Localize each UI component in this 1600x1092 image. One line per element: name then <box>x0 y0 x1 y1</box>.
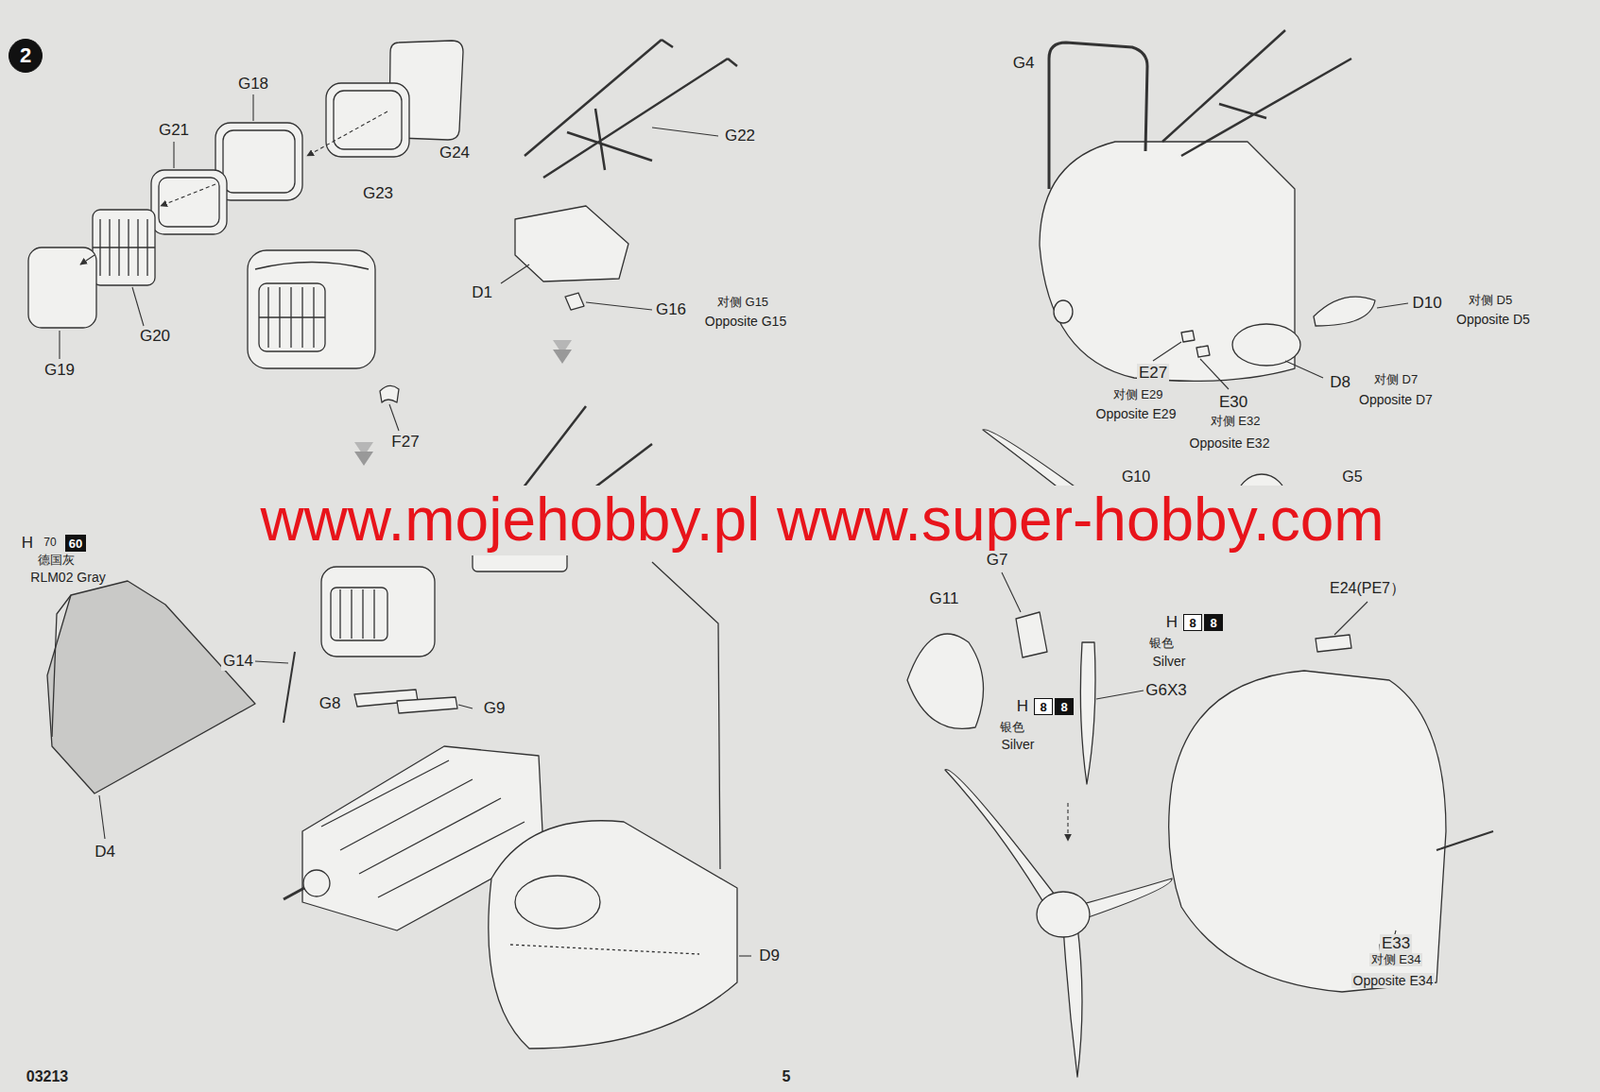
part-label: 对侧 E34 <box>1369 953 1424 968</box>
chip-text: 8 <box>1209 617 1217 630</box>
part-label: 德国灰 <box>35 553 77 568</box>
part-label: G20 <box>137 326 173 346</box>
part-label: G21 <box>156 120 191 140</box>
part-label: G14 <box>221 652 256 671</box>
part-label: 对侧 E29 <box>1111 388 1166 403</box>
part-label: Opposite E34 <box>1351 973 1436 989</box>
part-label: G16 <box>653 300 689 320</box>
part-label: 对侧 D7 <box>1372 373 1420 388</box>
chip-text: 8 <box>1188 617 1196 630</box>
part-label: G18 <box>236 74 271 94</box>
part-label: G23 <box>361 184 396 204</box>
chip-text: 2 <box>19 45 32 67</box>
part-label: E24(PE7） <box>1327 580 1408 598</box>
chip-text: 8 <box>1039 701 1047 714</box>
part-label: G11 <box>928 589 962 609</box>
part-label: D8 <box>1327 373 1353 393</box>
part-label: Opposite E32 <box>1187 435 1273 451</box>
part-label: G22 <box>722 126 757 146</box>
part-label: H <box>1015 697 1031 717</box>
part-label: F27 <box>389 432 421 452</box>
part-label: Opposite G15 <box>703 313 789 329</box>
part-label: 5 <box>780 1068 793 1086</box>
part-label: G5 <box>1340 468 1364 486</box>
watermark: www.mojehobby.pl www.super-hobby.com <box>258 485 1386 556</box>
part-label: Opposite D5 <box>1454 311 1532 327</box>
part-label: Opposite E29 <box>1094 406 1179 422</box>
part-label: 银色 <box>997 721 1027 736</box>
part-label: G9 <box>481 699 508 719</box>
part-label: RLM02 Gray <box>28 569 107 585</box>
part-label: 对侧 E32 <box>1208 414 1263 430</box>
part-label: G4 <box>1011 53 1037 73</box>
chip-text: 8 <box>1060 701 1067 714</box>
part-label: 对侧 G15 <box>715 295 771 310</box>
part-label: 银色 <box>1147 636 1176 652</box>
paint-chip: 8 <box>1183 614 1203 632</box>
part-label: G19 <box>42 361 77 380</box>
paint-chip: 60 <box>65 534 87 552</box>
part-label: D4 <box>92 843 118 862</box>
part-label: Silver <box>1150 653 1188 670</box>
part-label: D9 <box>756 946 782 966</box>
part-label: H <box>1164 613 1180 633</box>
part-label: G24 <box>437 143 472 163</box>
part-label: E33 <box>1379 934 1412 954</box>
part-label: G10 <box>1119 468 1153 486</box>
part-label: G6X3 <box>1143 681 1188 701</box>
part-label: D10 <box>1410 293 1444 313</box>
part-label: Silver <box>998 737 1036 753</box>
part-label: 对侧 D5 <box>1466 293 1514 309</box>
paint-chip: 8 <box>1033 698 1053 716</box>
part-label: E27 <box>1136 363 1170 383</box>
part-label: H <box>19 533 35 553</box>
paint-chip: 8 <box>1204 614 1223 632</box>
part-label: 03213 <box>24 1068 71 1086</box>
chip-text: 60 <box>68 537 83 551</box>
step-number: 2 <box>8 38 43 73</box>
part-label: G7 <box>984 550 1011 570</box>
part-label: Opposite D7 <box>1357 392 1435 408</box>
part-label: E30 <box>1217 393 1250 413</box>
part-label: G8 <box>317 694 344 714</box>
part-label: 70 <box>41 536 58 551</box>
part-label: D1 <box>469 283 495 303</box>
paint-chip: 8 <box>1054 698 1074 716</box>
